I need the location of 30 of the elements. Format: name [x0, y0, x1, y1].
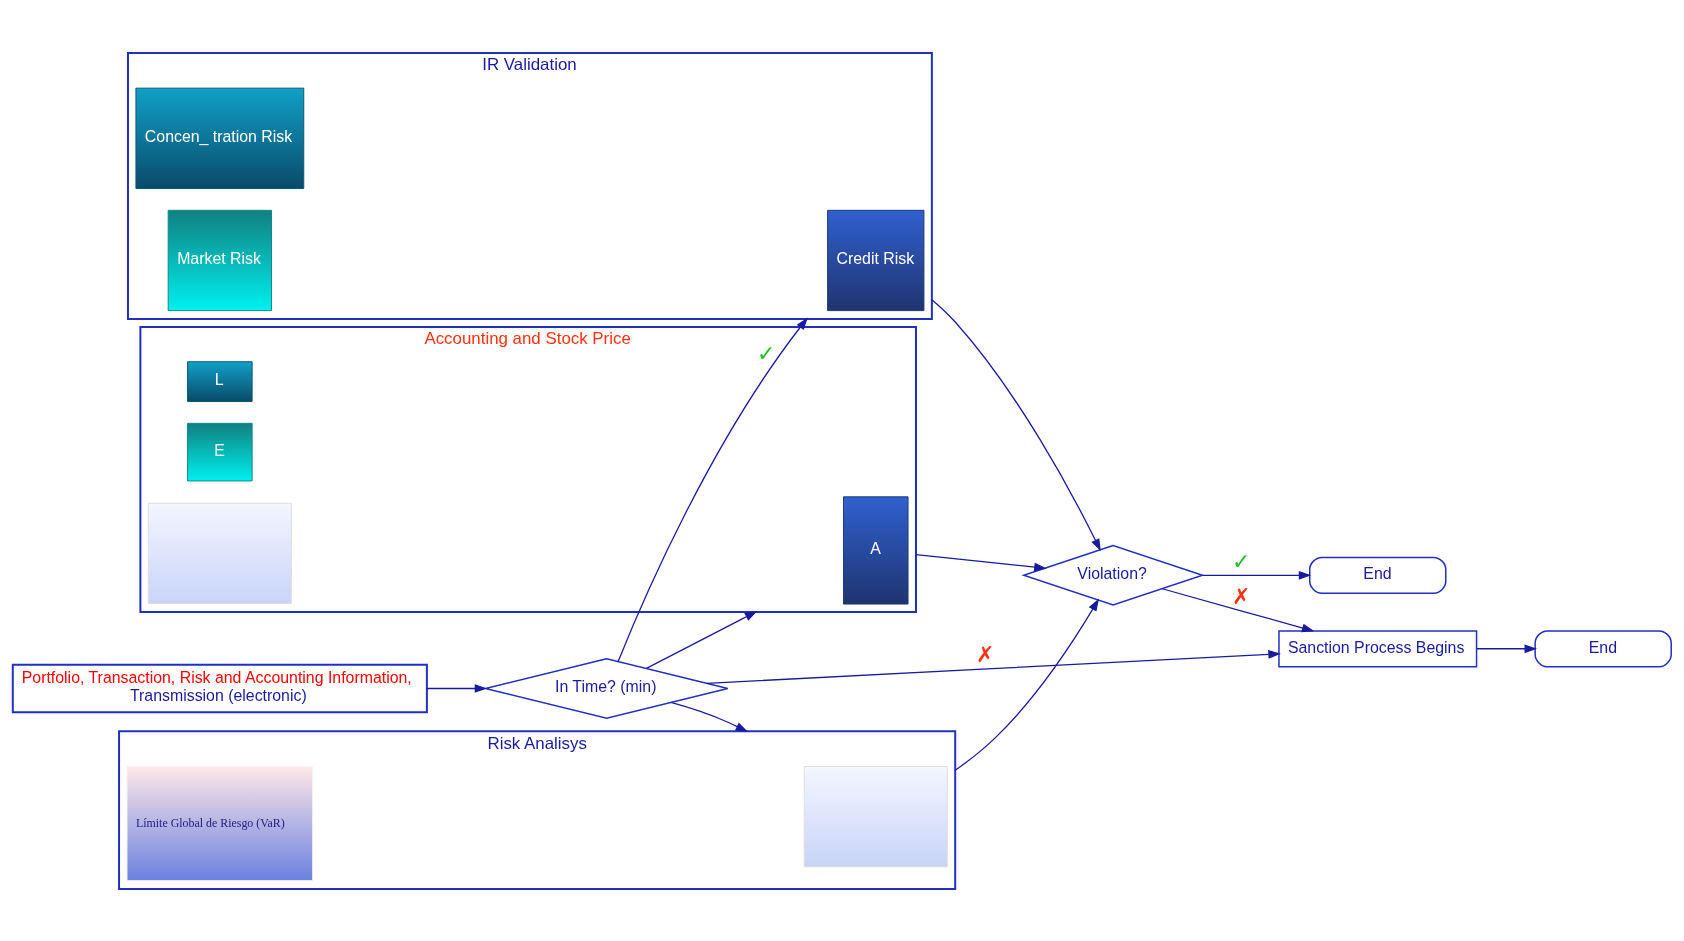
node-box: Sanction Process Begins [1278, 629, 1478, 667]
arrow [954, 598, 1100, 771]
node-box: Concen_ tration Risk [135, 87, 305, 189]
node-box: E [187, 422, 253, 481]
node-picture [803, 765, 948, 867]
edge-label: ✓ [757, 340, 776, 366]
node-box: Credit Risk [827, 209, 925, 311]
arrow [617, 317, 808, 662]
node-diamond: In Time? (min) [484, 657, 729, 719]
node-box: L [187, 360, 253, 402]
arrow [1202, 570, 1312, 580]
arrow [1161, 587, 1315, 632]
edge-label: ✓ [1231, 548, 1250, 574]
arrow [1476, 643, 1538, 653]
arrow [915, 553, 1047, 571]
arrow [706, 649, 1281, 684]
node-box: End [1309, 556, 1447, 594]
edge-label: ✗ [976, 641, 995, 667]
arrow [931, 298, 1101, 551]
node-diamond: Violation? [1021, 544, 1205, 606]
arrow [645, 610, 758, 669]
node-box: End [1534, 629, 1672, 667]
node-box: Market Risk [167, 209, 272, 311]
node-box: Portfolio, Transaction, Risk and Accounting Information, Transmission (electronic) [11, 663, 428, 713]
node-box: Límite Global de Riesgo (VaR) [126, 765, 314, 881]
edge-label: ✗ [1231, 583, 1250, 609]
node-picture [147, 502, 292, 604]
arrow [426, 683, 488, 693]
node-box: A [843, 495, 909, 605]
arrow [670, 701, 749, 732]
